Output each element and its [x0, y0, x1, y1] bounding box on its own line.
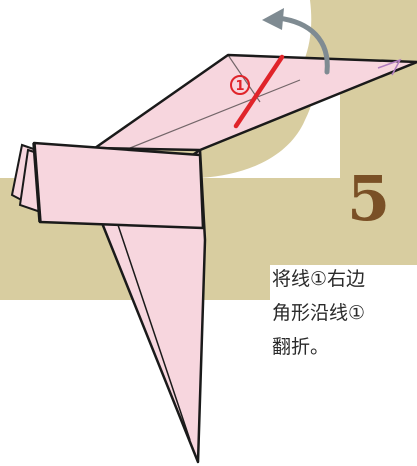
paper-front-band-edge [32, 142, 42, 223]
instruction-line: 将线①右边 [272, 268, 366, 290]
curved-arrow-icon [262, 8, 330, 75]
instruction-text: 将线①右边 角形沿线① 翻折。 [272, 262, 417, 364]
step-number: 5 [347, 162, 391, 235]
instruction-line: 角形沿线① [272, 302, 366, 324]
instruction-line: 翻折。 [272, 336, 330, 358]
svg-text:1: 1 [235, 79, 244, 94]
fold-line-marker: 1 [230, 75, 250, 95]
paper-front-band [32, 141, 205, 230]
paper-wing-tip [377, 58, 402, 76]
paper-upper-wing [93, 53, 417, 152]
background-hole [200, 60, 340, 178]
paper-lower-crease [99, 217, 199, 463]
fold-line-1 [233, 54, 285, 129]
